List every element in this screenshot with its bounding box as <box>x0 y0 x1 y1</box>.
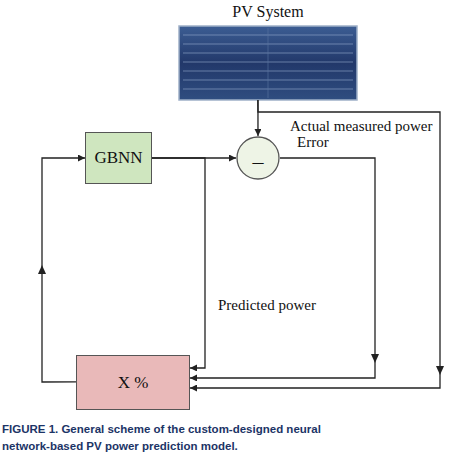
figure-caption: FIGURE 1. General scheme of the custom-d… <box>2 421 347 455</box>
mid-arrow <box>38 265 46 274</box>
signal-arrow <box>257 100 258 136</box>
pv-panel-node: PV System <box>178 2 358 100</box>
box-label: GBNN <box>94 148 142 168</box>
operator-symbol: _ <box>253 143 264 165</box>
signal-arrow <box>190 100 440 388</box>
signal-arrow <box>42 158 85 382</box>
summing-junction: _ <box>236 136 280 180</box>
signal-label: Actual measured power <box>290 118 432 135</box>
panel-cell-lines <box>183 35 353 89</box>
component-heading: PV System <box>232 2 303 22</box>
circle-shape <box>237 137 279 179</box>
process-box: X % <box>76 355 190 410</box>
solar-panel <box>179 26 357 100</box>
signal-arrow <box>190 158 375 378</box>
box-label: X % <box>118 373 149 393</box>
mid-arrow <box>371 354 379 363</box>
signal-label: Error <box>297 134 329 151</box>
panel-divider <box>268 28 269 98</box>
process-box: GBNN <box>85 132 152 184</box>
signal-label: Predicted power <box>218 297 316 314</box>
signal-arrow <box>152 157 236 158</box>
signal-arrow <box>152 158 205 368</box>
panel-frame <box>179 26 357 100</box>
mid-arrow <box>436 366 444 375</box>
